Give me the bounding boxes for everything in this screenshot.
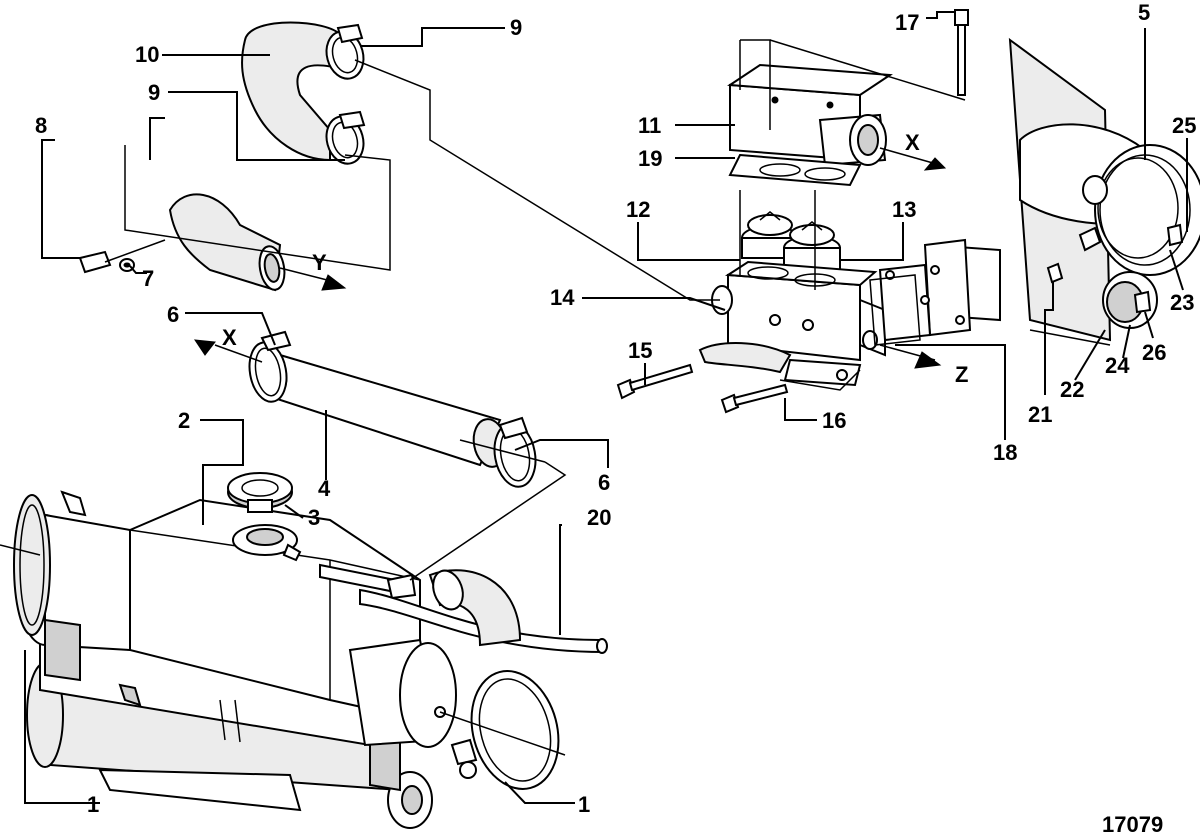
callout-17: 17 [895,10,919,35]
figure-number: 17079 [1102,812,1163,837]
callout-1-left: 1 [87,792,99,817]
callout-1-right: 1 [578,792,590,817]
callout-14: 14 [550,285,575,310]
callout-3: 3 [308,505,320,530]
callout-6-top: 6 [167,302,179,327]
callout-6-bottom: 6 [598,470,610,495]
axis-label-x-right: X [905,130,920,155]
callout-13: 13 [892,197,916,222]
axis-label-z: Z [955,362,968,387]
callout-labels: 1 1 2 3 4 5 6 6 7 8 9 9 10 11 12 13 14 1… [35,0,1196,837]
callout-23: 23 [1170,290,1194,315]
leader-lines [24,11,1188,804]
elbow-fitting-y [78,193,286,292]
seawater-pump-assembly [1008,37,1200,342]
callout-9-top: 9 [510,15,522,40]
callout-12: 12 [626,197,650,222]
axis-label-x-left: X [222,325,237,350]
heat-exchanger-body [0,490,608,829]
hose-10 [241,21,366,165]
callout-15: 15 [628,338,652,363]
callout-26: 26 [1142,340,1166,365]
callout-21: 21 [1028,402,1052,427]
callout-16: 16 [822,408,846,433]
callout-8: 8 [35,113,47,138]
callout-20: 20 [587,505,611,530]
callout-7: 7 [142,266,154,291]
thermostat-housing [698,63,893,387]
axis-label-y: Y [312,250,327,275]
pressure-cap [227,472,293,513]
callout-25: 25 [1172,113,1196,138]
callout-4: 4 [318,476,331,501]
callout-2: 2 [178,408,190,433]
callout-9-mid: 9 [148,80,160,105]
callout-19: 19 [638,146,662,171]
hose-4 [248,330,546,488]
callout-18: 18 [993,440,1017,465]
callout-24: 24 [1105,353,1130,378]
callout-5: 5 [1138,0,1150,25]
callout-10: 10 [135,42,159,67]
callout-11: 11 [638,113,661,138]
callout-22: 22 [1060,377,1084,402]
manifold-flange [869,238,1001,346]
